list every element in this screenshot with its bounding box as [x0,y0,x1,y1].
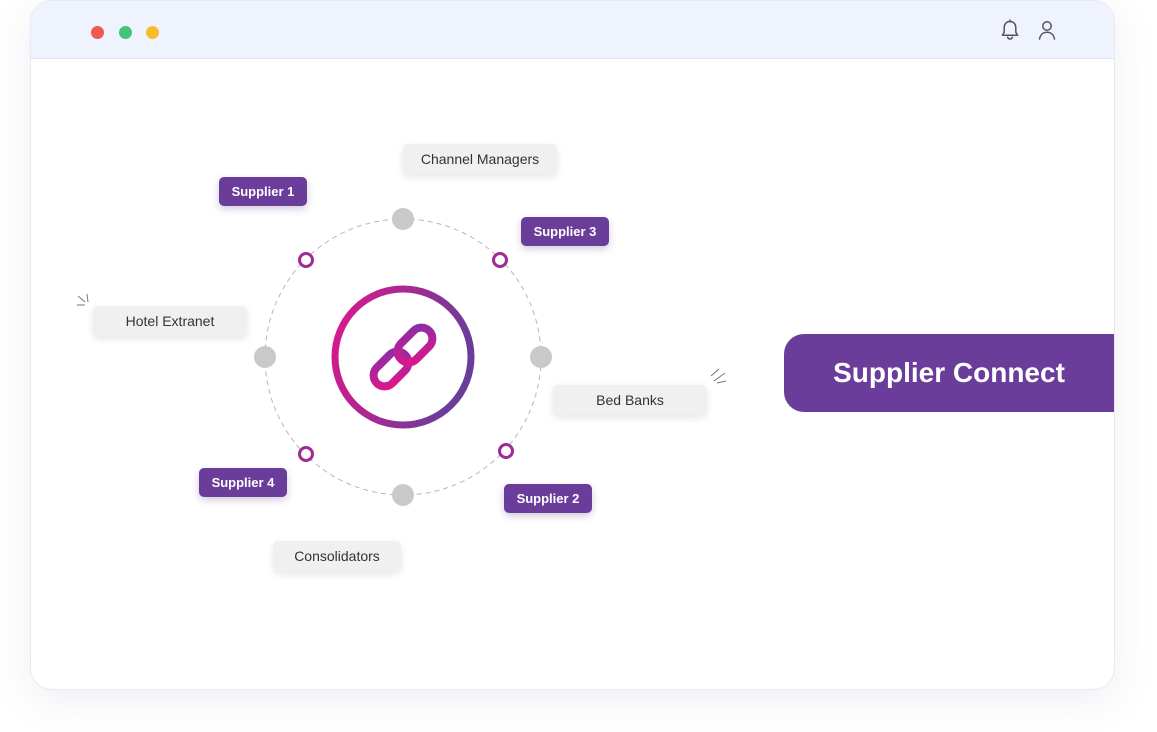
node-dot-bottom [392,484,414,506]
sparkle-right [710,368,727,384]
app-window: Channel Managers Hotel Extranet Bed Bank… [30,0,1115,690]
link-icon [331,285,475,429]
maximize-dot[interactable] [119,26,132,39]
connection-diagram [254,208,552,506]
close-dot[interactable] [91,26,104,39]
supplier-ring-3 [492,252,508,268]
node-bed-banks: Bed Banks [553,385,707,415]
title-bar [31,1,1114,59]
node-consolidators: Consolidators [273,541,401,571]
supplier-tag-2: Supplier 2 [504,484,592,513]
minimize-dot[interactable] [146,26,159,39]
node-dot-right [530,346,552,368]
node-dot-left [254,346,276,368]
supplier-tag-4: Supplier 4 [199,468,287,497]
supplier-connect-banner: Supplier Connect [784,334,1114,412]
supplier-tag-3: Supplier 3 [521,217,609,246]
node-dot-top [392,208,414,230]
node-hotel-extranet: Hotel Extranet [93,306,247,336]
bell-icon[interactable] [999,19,1021,41]
supplier-ring-2 [498,443,514,459]
user-icon[interactable] [1036,19,1058,41]
sparkle-left [77,293,89,306]
node-channel-managers: Channel Managers [403,144,557,174]
supplier-ring-4 [298,446,314,462]
supplier-tag-1: Supplier 1 [219,177,307,206]
supplier-ring-1 [298,252,314,268]
